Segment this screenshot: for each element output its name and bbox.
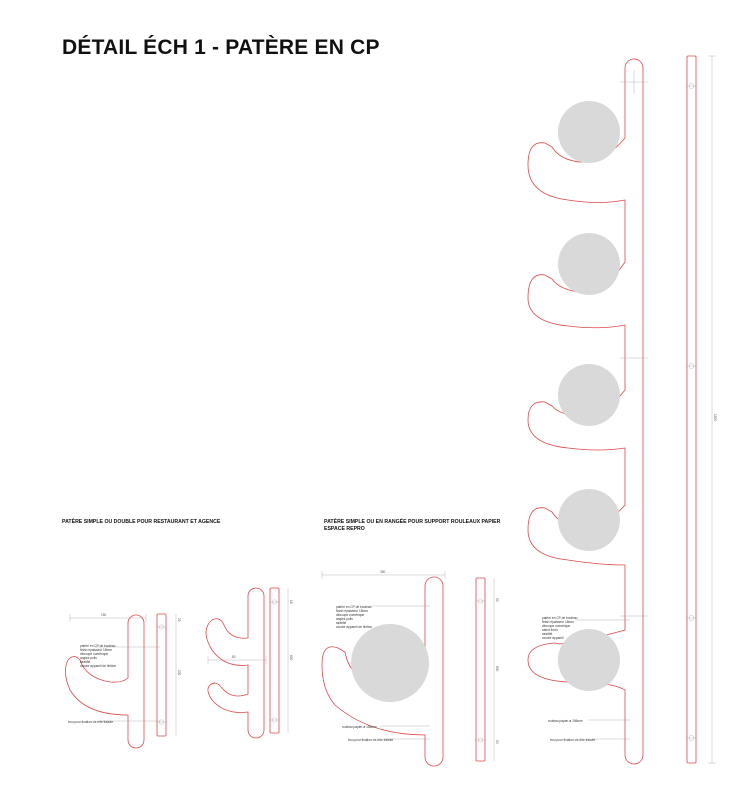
double-hook-drawing: 80 600 18 <box>205 587 293 739</box>
dim-roll-side-mid: 600 <box>495 666 499 672</box>
page-title: DÉTAIL ÉCH 1 - PATÈRE EN CP <box>62 36 380 59</box>
row-note-material-2: finish épaisseur 18mm <box>542 620 574 624</box>
roll-note-material-5: stratifié <box>336 621 347 625</box>
dim-double-height: 600 <box>289 655 293 661</box>
dim-simple-width: 150 <box>101 613 107 617</box>
roll-note-roll: rouleau papier ø 156mm <box>342 725 377 729</box>
row-note-material-5: stratifié <box>542 632 553 636</box>
row-note-material-6: clouée appareil <box>542 636 564 640</box>
roll-note-material-3: découpe numérique <box>336 613 364 617</box>
paper-roll-disc-1 <box>558 101 620 163</box>
row-note-fixing: trou pour fixation vis tête fraisée <box>550 738 595 742</box>
row-note-roll: rouleau papier ø 156mm <box>548 719 583 723</box>
row-note-material-1: patère en CP de bouleau <box>542 616 578 620</box>
dim-roll-side-bottom: 50 <box>495 740 499 744</box>
roll-hook-drawing: 350 patère en CP de bouleau finish épais… <box>321 570 499 767</box>
row-hook-outline <box>527 58 644 765</box>
dim-row-total: 1500 <box>713 414 717 421</box>
simple-note-material-5: stratifié <box>80 660 91 664</box>
dim-double-width: 80 <box>232 655 236 659</box>
caption-restaurant-hooks: PATÈRE SIMPLE OU DOUBLE POUR RESTAURANT … <box>62 519 221 525</box>
dim-roll-width: 350 <box>380 570 386 574</box>
simple-note-material-4: angles polis <box>80 656 97 660</box>
double-hook-outline <box>205 587 265 739</box>
row-note-material-4: sabot 4mm <box>542 628 558 632</box>
row-hook-drawing: patère en CP de bouleau finish épaisseur… <box>527 58 648 765</box>
row-note-material-3: découpe numérique <box>542 624 570 628</box>
dim-simple-side-top: 25 <box>177 618 181 622</box>
simple-hook-outline <box>65 614 145 749</box>
roll-note-material-2: finish épaisseur 18mm <box>336 609 368 613</box>
paper-roll-disc-3 <box>558 364 620 426</box>
paper-roll-disc-middle <box>351 624 429 702</box>
paper-roll-disc-4 <box>558 489 620 551</box>
simple-hook-drawing: 150 200 25 patère en CP de bouleau finis… <box>65 613 181 749</box>
roll-note-material-1: patère en CP de bouleau <box>336 605 372 609</box>
simple-note-material-3: découpe numérique <box>80 652 108 656</box>
simple-note-material-6: clouée appareil de finition <box>80 664 116 668</box>
dim-double-side-top: 18 <box>289 600 293 604</box>
paper-roll-disc-5 <box>558 629 620 691</box>
caption-paper-roll-line1: PATÈRE SIMPLE OU EN RANGÉE POUR SUPPORT … <box>324 519 501 525</box>
paper-roll-disc-2 <box>558 233 620 295</box>
caption-paper-roll-line2: ESPACE REPRO <box>324 526 365 532</box>
roll-hook-side-profile <box>475 577 486 762</box>
simple-hook-side-profile <box>156 613 167 737</box>
roll-note-fixing: trou pour fixation vis tête fraisée <box>348 738 393 742</box>
simple-note-material-1: patère en CP de bouleau <box>80 644 116 648</box>
row-hook-side-profile: 1500 <box>686 55 717 764</box>
roll-note-material-4: angles polis <box>336 617 353 621</box>
dim-simple-height: 200 <box>177 670 181 676</box>
double-hook-side-profile <box>269 587 280 734</box>
dim-roll-side-top: 50 <box>495 598 499 602</box>
simple-note-fixing: trou pour fixation vis tête fraisée <box>68 720 113 724</box>
simple-note-material-2: finish épaisseur 18mm <box>80 648 112 652</box>
roll-note-material-6: clouée appareil de finition <box>336 625 372 629</box>
